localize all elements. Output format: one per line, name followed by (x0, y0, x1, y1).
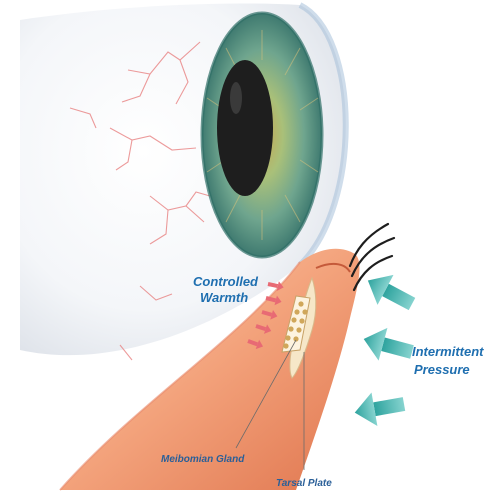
intermittent-pressure-label-line1: Intermittent (412, 344, 484, 359)
meibomian-gland-label: Meibomian Gland (161, 454, 245, 465)
pupil-highlight (230, 82, 242, 114)
intermittent-pressure-label-line2: Pressure (414, 362, 470, 377)
controlled-warmth-label-line1: Controlled (193, 274, 259, 289)
controlled-warmth-label-line2: Warmth (200, 290, 248, 305)
pupil (217, 60, 273, 196)
pressure-arrows (352, 266, 420, 430)
tarsal-plate-label: Tarsal Plate (276, 478, 332, 489)
